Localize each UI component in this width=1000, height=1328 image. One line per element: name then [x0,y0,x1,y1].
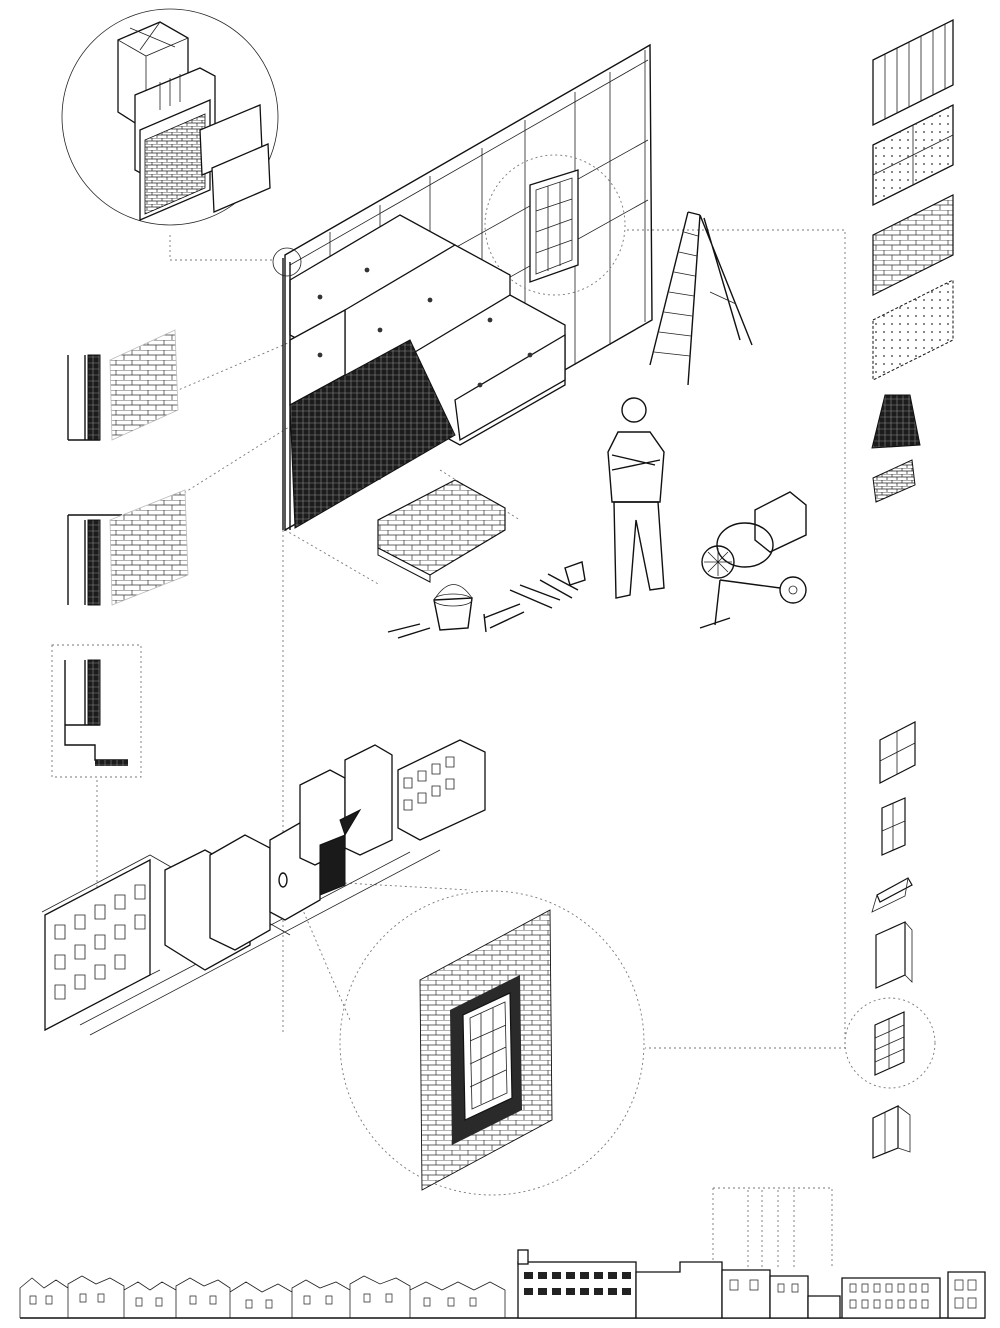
worker-icon [607,397,665,599]
window-icon [462,992,513,1121]
brick-stack-icon [377,479,506,583]
wall-assembly-icon [117,21,271,221]
main-wall-assembly [272,43,653,532]
window-type-2 [881,797,906,856]
brick-pattern-swatch [872,194,954,296]
wall-assembly-detail-circle [61,8,279,226]
small-brick-swatch [872,459,916,503]
hand-tools-icon [387,561,586,639]
streetscape-icon [19,1249,986,1319]
mesh-layer [289,339,456,529]
street-axonometric [41,739,486,1036]
dotted-grid-swatch [872,279,954,381]
cement-mixer-icon [699,491,807,629]
window-type-3 [871,877,913,913]
section-detail-bottom [51,644,142,778]
window-type-1 [879,721,916,784]
window-type-5 [844,997,936,1089]
section-detail-middle [67,489,189,606]
window-types-legend [844,721,936,1159]
dotted-panel-swatch [872,103,954,207]
dark-mesh-swatch [871,394,921,449]
window-type-4 [875,921,913,989]
ladder-icon [649,211,753,386]
brick-window-detail-circle [339,890,645,1196]
material-legend [871,18,954,503]
window-icon [484,154,626,296]
window-type-6 [872,1105,911,1159]
section-detail-top [67,329,179,441]
vertical-boards-swatch [872,18,954,127]
